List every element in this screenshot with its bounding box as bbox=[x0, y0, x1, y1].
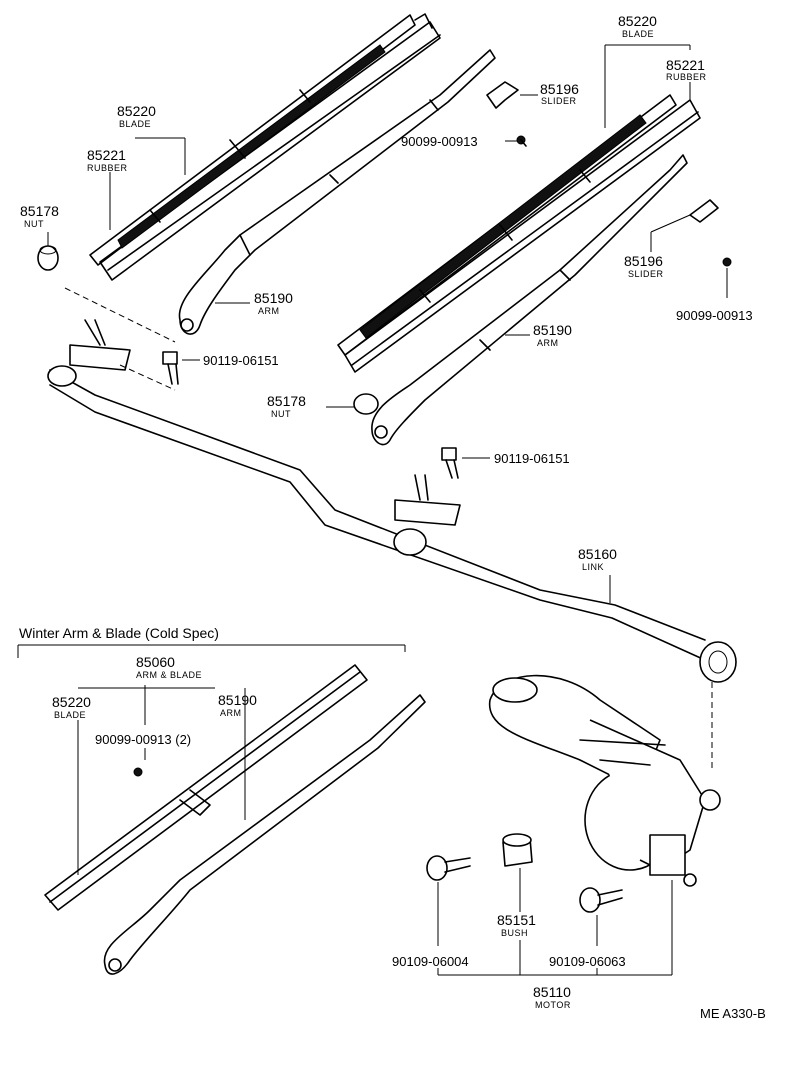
rubber-left-name: RUBBER bbox=[87, 163, 128, 173]
motor-number: 85110 bbox=[533, 984, 571, 1000]
bush-number: 85151 bbox=[497, 912, 536, 928]
motor-bolt-right-icon bbox=[579, 887, 623, 913]
slider-top-icon bbox=[486, 81, 519, 109]
winter-blade-name: BLADE bbox=[54, 710, 86, 720]
bolt-right-number: 90119-06151 bbox=[494, 451, 570, 466]
right-wiper-blade bbox=[337, 94, 701, 373]
motor-bolt-left-number: 90109-06004 bbox=[392, 954, 469, 969]
slider-right-number: 85196 bbox=[624, 253, 663, 269]
slider-top-number: 85196 bbox=[540, 81, 579, 97]
winter-arm bbox=[103, 694, 426, 975]
winter-arm-blade-number: 85060 bbox=[136, 654, 175, 670]
screw-top-number: 90099-00913 bbox=[401, 134, 478, 149]
winter-blade-number: 85220 bbox=[52, 694, 91, 710]
rubber-left-number: 85221 bbox=[87, 147, 126, 163]
nut-left-name: NUT bbox=[24, 219, 44, 229]
bush-name: BUSH bbox=[501, 928, 528, 938]
bolt-right-icon bbox=[441, 447, 459, 479]
left-wiper-arm bbox=[178, 49, 496, 335]
motor-bolt-right-number: 90109-06063 bbox=[549, 954, 626, 969]
blade-right-name: BLADE bbox=[622, 29, 654, 39]
nut-right-number: 85178 bbox=[267, 393, 306, 409]
nut-left-icon bbox=[37, 245, 59, 271]
rubber-right-number: 85221 bbox=[666, 57, 705, 73]
winter-screw-number: 90099-00913 (2) bbox=[95, 732, 191, 747]
winter-arm-name: ARM bbox=[220, 708, 242, 718]
arm-right-name: ARM bbox=[537, 338, 559, 348]
motor-name: MOTOR bbox=[535, 1000, 571, 1010]
blade-left-number: 85220 bbox=[117, 103, 156, 119]
wiper-link bbox=[47, 319, 737, 683]
nut-left-number: 85178 bbox=[20, 203, 59, 219]
arm-right-number: 85190 bbox=[533, 322, 572, 338]
winter-blade bbox=[44, 664, 368, 911]
motor-bolt-left-icon bbox=[426, 855, 471, 881]
screw-right-icon bbox=[722, 257, 732, 267]
rubber-right-name: RUBBER bbox=[666, 72, 707, 82]
winter-section-title: Winter Arm & Blade (Cold Spec) bbox=[19, 625, 219, 641]
right-wiper-arm bbox=[371, 154, 688, 446]
wiper-motor bbox=[488, 674, 721, 887]
nut-right-icon bbox=[353, 393, 379, 415]
nut-right-name: NUT bbox=[271, 409, 291, 419]
bolt-left-number: 90119-06151 bbox=[203, 353, 279, 368]
slider-right-icon bbox=[689, 199, 719, 223]
slider-right-name: SLIDER bbox=[628, 269, 664, 279]
winter-arm-blade-name: ARM & BLADE bbox=[136, 670, 202, 680]
arm-left-name: ARM bbox=[258, 306, 280, 316]
winter-arm-number: 85190 bbox=[218, 692, 257, 708]
winter-screw-icon bbox=[133, 767, 143, 777]
screw-right-number: 90099-00913 bbox=[676, 308, 753, 323]
bolt-left-icon bbox=[162, 351, 179, 385]
arm-left-number: 85190 bbox=[254, 290, 293, 306]
slider-top-name: SLIDER bbox=[541, 96, 577, 106]
link-number: 85160 bbox=[578, 546, 617, 562]
blade-left-name: BLADE bbox=[119, 119, 151, 129]
bush-icon bbox=[502, 833, 533, 867]
screw-top-icon bbox=[516, 135, 527, 147]
left-wiper-blade bbox=[89, 13, 441, 281]
link-name: LINK bbox=[582, 562, 604, 572]
blade-right-number: 85220 bbox=[618, 13, 657, 29]
figure-code: ME A330-B bbox=[700, 1006, 766, 1021]
